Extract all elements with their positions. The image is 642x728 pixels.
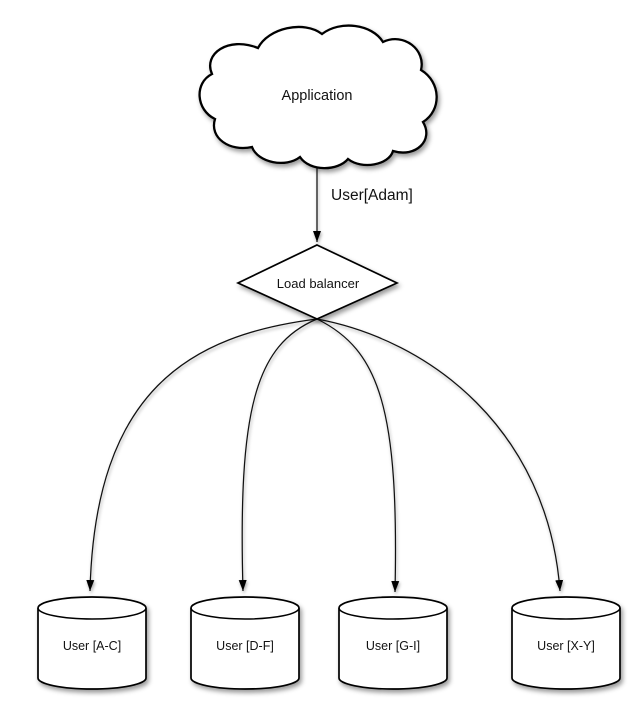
shard-cylinder-a-c [37, 596, 147, 690]
application-node: Application [198, 24, 438, 170]
shard-cylinder-x-y [511, 596, 621, 690]
shard-cylinder-g-i-top-arc [338, 607, 448, 620]
shard-label-d-f: User [D-F] [216, 639, 274, 653]
shard-cylinder-d-f-top-arc [190, 607, 300, 620]
shard-cylinder-x-y-top-arc [511, 607, 621, 620]
edge-lb-to-shard-d-f [238, 318, 318, 592]
shard-node-a-c: User [A-C] [37, 596, 147, 690]
edge-group-load-balancer-to-shards [86, 318, 564, 593]
load-balancer-label: Load balancer [277, 276, 360, 291]
shard-cylinder-g-i [338, 596, 448, 690]
edge-lb-to-shard-a-c [86, 318, 318, 592]
shard-cylinder-a-c-top-arc [37, 607, 147, 620]
load-balancer-diamond-shape [235, 244, 400, 320]
edge-lb-to-shard-x-y [316, 318, 564, 592]
application-label: Application [282, 88, 353, 104]
edge-lb-to-shard-g-i [316, 318, 400, 593]
shard-node-x-y: User [X-Y] [511, 596, 621, 690]
shard-label-g-i: User [G-I] [366, 639, 420, 653]
shard-label-x-y: User [X-Y] [537, 639, 595, 653]
edge-label-user-adam: User[Adam] [331, 187, 413, 204]
shard-cylinder-d-f [190, 596, 300, 690]
application-cloud-shape [198, 24, 438, 170]
load-balancer-node: Load balancer [235, 244, 400, 320]
shard-node-d-f: User [D-F] [190, 596, 300, 690]
shard-node-g-i: User [G-I] [338, 596, 448, 690]
shard-label-a-c: User [A-C] [63, 639, 121, 653]
